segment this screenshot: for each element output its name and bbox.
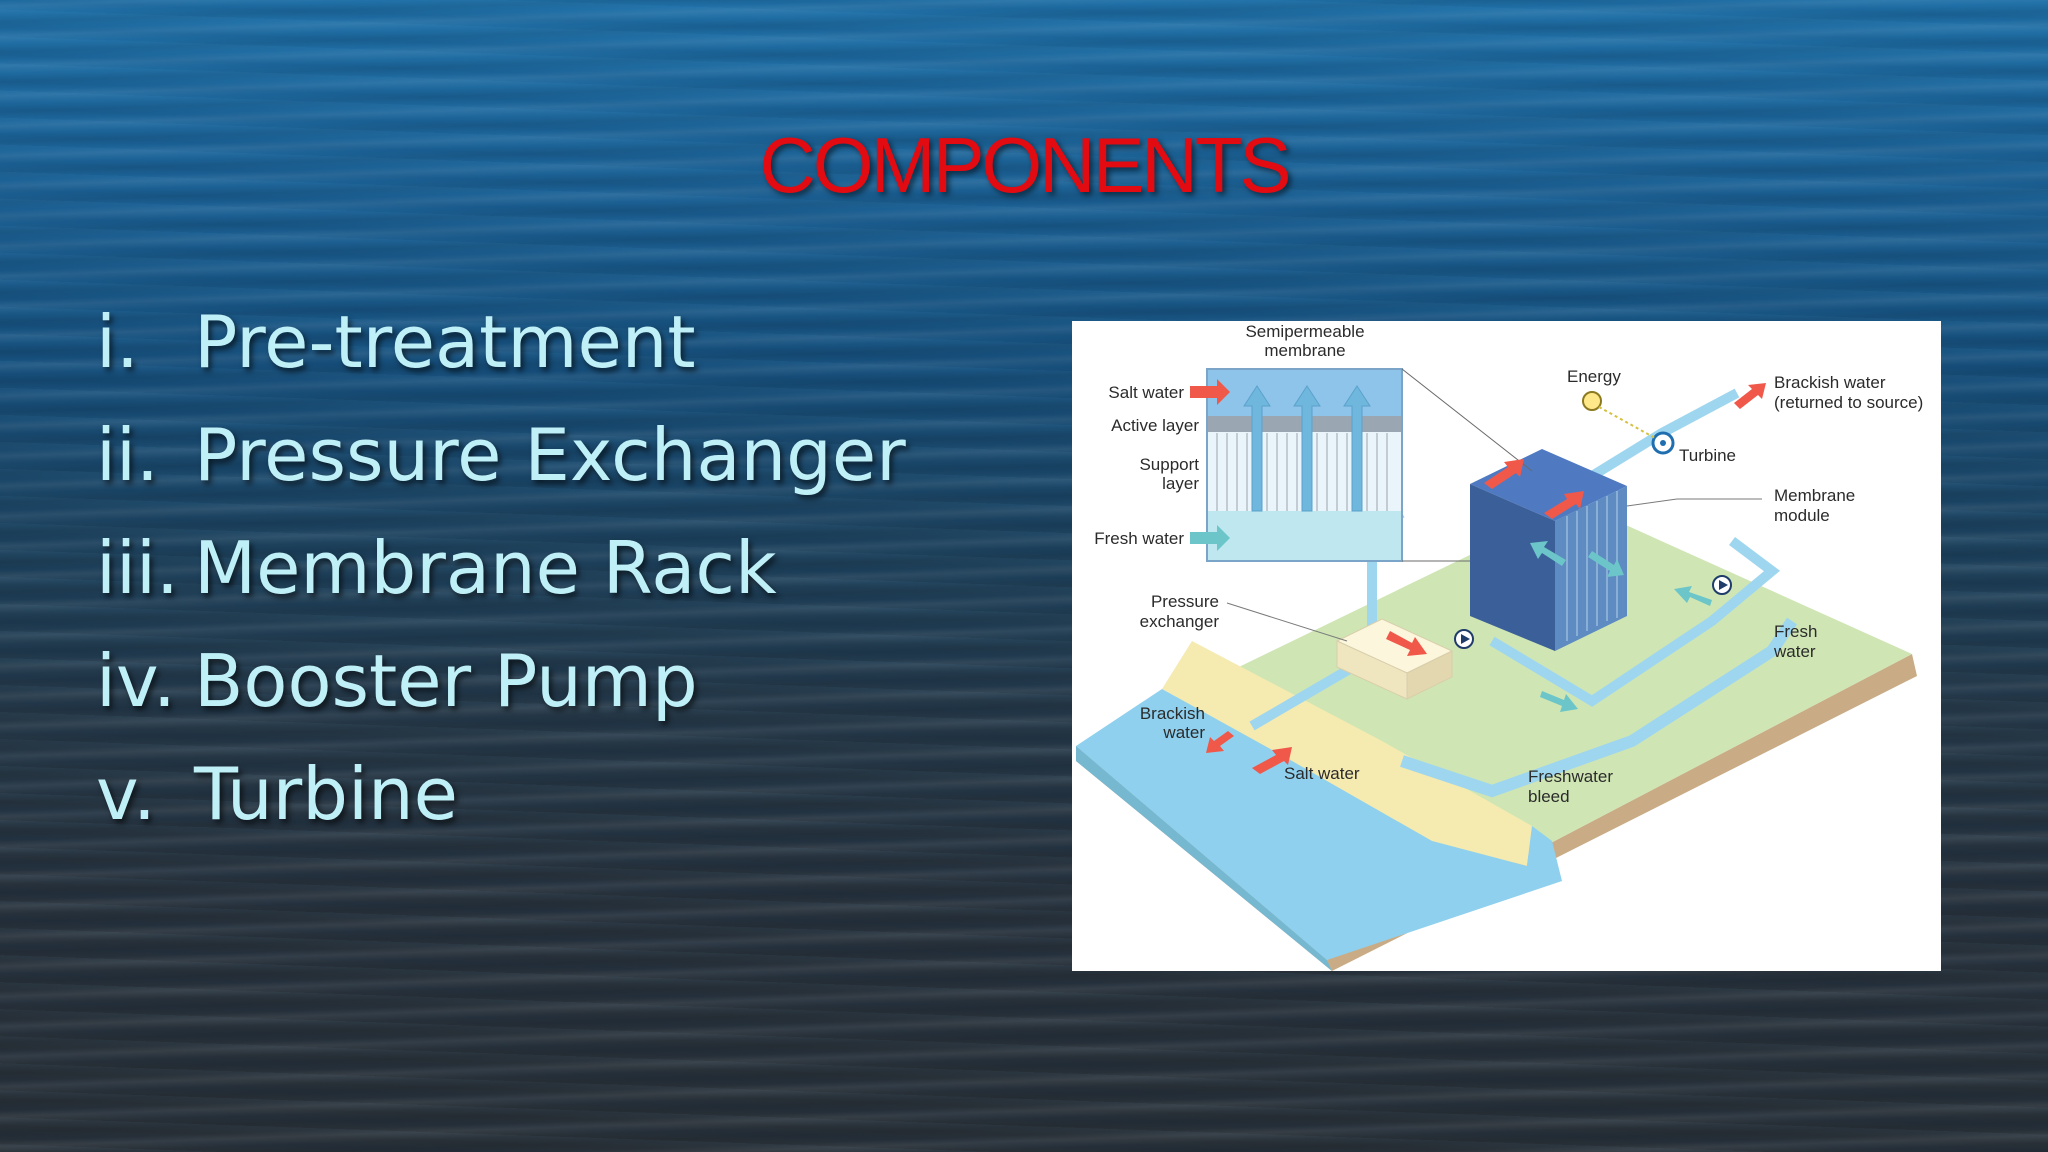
label-brackish-left-2: water xyxy=(1162,723,1205,742)
sand-beach xyxy=(1162,641,1532,866)
label-semipermeable-1: Semipermeable xyxy=(1245,322,1364,341)
label-energy: Energy xyxy=(1567,367,1621,386)
energy-link xyxy=(1598,406,1656,439)
label-brackish-right-1: Brackish water xyxy=(1774,373,1886,392)
list-item-number: ii. xyxy=(96,412,159,497)
ro-diagram: Semipermeable membrane Salt water Active… xyxy=(1072,321,1941,971)
list-item-label: Pre-treatment xyxy=(194,299,696,384)
pipe-bleed xyxy=(1400,617,1797,798)
label-fresh-right-1: Fresh xyxy=(1774,622,1817,641)
label-freshwater-bleed-1: Freshwater xyxy=(1528,767,1613,786)
fresh-flow-arrows xyxy=(1190,525,1712,712)
label-pressure-2: exchanger xyxy=(1140,612,1220,631)
pump-arrow xyxy=(1719,580,1728,590)
list-item-label: Membrane Rack xyxy=(194,525,777,610)
label-fresh-right-2: water xyxy=(1773,642,1816,661)
label-brackish-left-1: Brackish xyxy=(1140,704,1205,723)
energy-icon xyxy=(1582,391,1602,411)
sea-water-edge xyxy=(1076,746,1332,971)
label-membrane-module-2: module xyxy=(1774,506,1830,525)
label-support-1: Support xyxy=(1139,455,1199,474)
label-freshwater-bleed-2: bleed xyxy=(1528,787,1570,806)
list-item-label: Pressure Exchanger xyxy=(194,412,906,497)
inset-flow-arrows xyxy=(1243,385,1371,512)
pressure-exchanger-side xyxy=(1406,650,1453,700)
label-semipermeable-2: membrane xyxy=(1264,341,1345,360)
leader-lines xyxy=(1226,498,1762,642)
list-item-label: Booster Pump xyxy=(194,638,698,723)
membrane-module-side xyxy=(1555,486,1627,651)
label-fresh-water-left: Fresh water xyxy=(1094,529,1184,548)
label-turbine: Turbine xyxy=(1679,446,1736,465)
label-support-2: layer xyxy=(1162,474,1199,493)
list-item: iii.Membrane Rack xyxy=(96,511,906,624)
inset-fresh-zone xyxy=(1208,511,1401,560)
membrane-module-front xyxy=(1470,484,1555,651)
list-item-number: iv. xyxy=(96,638,176,723)
label-pressure-1: Pressure xyxy=(1151,592,1219,611)
membrane-module-stripes xyxy=(1566,491,1618,641)
label-salt-water-top: Salt water xyxy=(1108,383,1184,402)
list-item: v. Turbine xyxy=(96,737,906,850)
ro-diagram-svg: Semipermeable membrane Salt water Active… xyxy=(1076,322,1923,971)
booster-pump-arrow xyxy=(1461,634,1470,644)
inset-pointer xyxy=(1401,368,1533,472)
label-membrane-module-1: Membrane xyxy=(1774,486,1855,505)
list-item-label: Turbine xyxy=(194,751,458,836)
sea-water xyxy=(1076,689,1562,960)
list-item-number: i. xyxy=(96,299,139,384)
component-list: i. Pre-treatment ii. Pressure Exchanger ii… xyxy=(96,285,906,850)
list-item-number: v. xyxy=(96,751,156,836)
pipe-fresh xyxy=(1489,537,1781,707)
label-salt-water-bottom: Salt water xyxy=(1284,764,1360,783)
slide-title: COMPONENTS xyxy=(759,121,1291,209)
list-item: ii. Pressure Exchanger xyxy=(96,398,906,511)
salt-flow-arrows xyxy=(1190,379,1766,774)
list-item: i. Pre-treatment xyxy=(96,285,906,398)
list-item-number: iii. xyxy=(96,525,179,610)
list-item: iv.Booster Pump xyxy=(96,624,906,737)
label-brackish-right-2: (returned to source) xyxy=(1774,393,1923,412)
label-active-layer: Active layer xyxy=(1111,416,1199,435)
turbine-hub xyxy=(1660,440,1666,446)
